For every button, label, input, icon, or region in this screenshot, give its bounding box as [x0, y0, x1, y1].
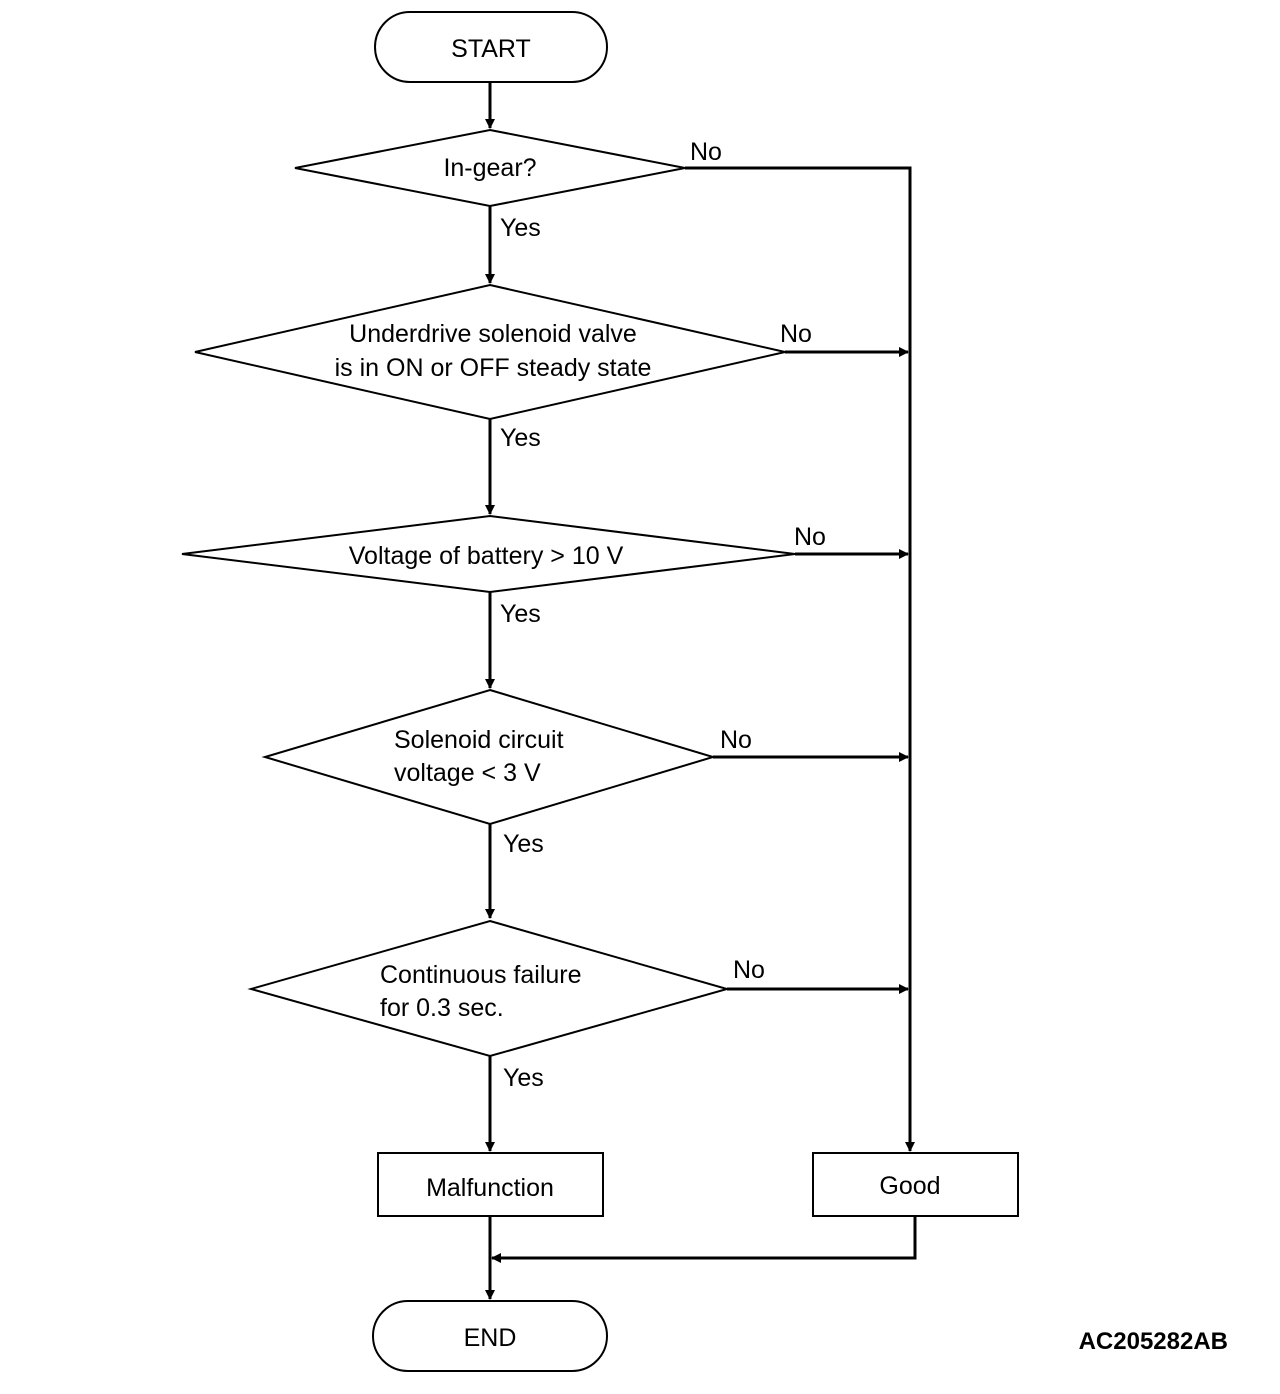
decision-solenoid-steady: Underdrive solenoid valve is in ON or OF…: [194, 283, 786, 421]
decision-circuit-voltage-line2: voltage < 3 V: [394, 759, 541, 787]
decision-in-gear: In-gear?: [294, 128, 686, 208]
decision-solenoid-steady-line2: is in ON or OFF steady state: [335, 354, 652, 382]
malfunction-box: Malfunction: [377, 1152, 604, 1217]
yes-label-1: Yes: [500, 214, 541, 242]
no-label-3: No: [794, 523, 826, 551]
yes-label-3: Yes: [500, 600, 541, 628]
good-label: Good: [879, 1172, 940, 1200]
connector-no-bus: [685, 166, 915, 1152]
figure-code: AC205282AB: [1079, 1328, 1228, 1355]
no-label-5: No: [733, 956, 765, 984]
decision-battery-voltage: Voltage of battery > 10 V: [181, 514, 796, 594]
decision-continuous-failure-line2: for 0.3 sec.: [380, 994, 504, 1022]
malfunction-label: Malfunction: [426, 1174, 554, 1202]
yes-label-5: Yes: [503, 1064, 544, 1092]
decision-continuous-failure: Continuous failure for 0.3 sec.: [247, 919, 731, 1058]
no-label-4: No: [720, 726, 752, 754]
yes-label-4: Yes: [503, 830, 544, 858]
decision-continuous-failure-line1: Continuous failure: [380, 961, 582, 989]
start-terminator: START: [374, 11, 608, 83]
decision-circuit-voltage: Solenoid circuit voltage < 3 V: [261, 688, 717, 826]
decision-battery-voltage-text: Voltage of battery > 10 V: [349, 542, 624, 570]
good-box: Good: [812, 1152, 1019, 1217]
no-label-1: No: [690, 138, 722, 166]
end-label: END: [464, 1324, 517, 1352]
connector-good-merge: [491, 1216, 917, 1263]
yes-label-2: Yes: [500, 424, 541, 452]
start-label: START: [451, 35, 531, 63]
decision-in-gear-text: In-gear?: [443, 154, 536, 182]
end-terminator: END: [372, 1300, 608, 1372]
decision-solenoid-steady-line1: Underdrive solenoid valve: [349, 320, 637, 348]
no-label-2: No: [780, 320, 812, 348]
decision-circuit-voltage-line1: Solenoid circuit: [394, 726, 564, 754]
